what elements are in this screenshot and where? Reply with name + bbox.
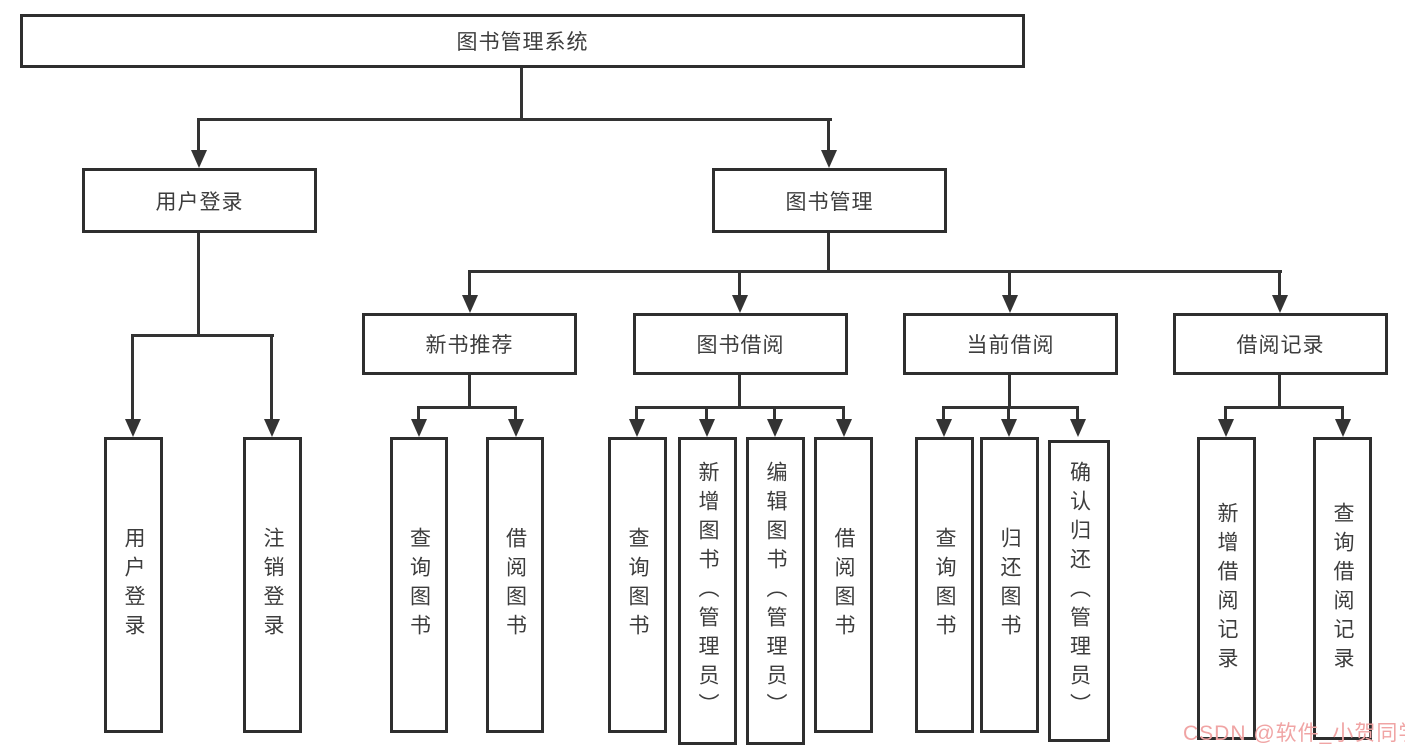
connector-book-mgmt-stem	[827, 233, 830, 272]
leaf-edit-book: 编辑图书（管理员）	[746, 437, 805, 745]
connector-current-borrow-branch	[942, 406, 1079, 409]
arrowhead-book-borrow-icon	[732, 295, 748, 313]
connector-book-mgmt-branch	[468, 270, 1282, 273]
leaf-logout: 注销登录	[243, 437, 302, 733]
node-book-borrow: 图书借阅	[633, 313, 848, 375]
leaf-borrow-book-2: 借阅图书	[814, 437, 873, 733]
leaf-query-book-3: 查询图书	[915, 437, 974, 733]
connector-book-borrow-stem	[738, 375, 741, 408]
node-book-mgmt: 图书管理	[712, 168, 947, 233]
arrowhead-edit-book-icon	[767, 419, 783, 437]
arrowhead-query-book-1-icon	[411, 419, 427, 437]
arrowhead-confirm-return-icon	[1070, 419, 1086, 437]
arrowhead-borrow-book-1-icon	[508, 419, 524, 437]
connector-drop-new-book-rec	[468, 270, 471, 299]
arrowhead-return-book-icon	[1001, 419, 1017, 437]
connector-root-stem	[520, 68, 523, 120]
connector-drop-user-login	[197, 118, 200, 152]
arrowhead-borrow-book-2-icon	[836, 419, 852, 437]
arrowhead-new-book-rec-icon	[462, 295, 478, 313]
connector-drop-borrow-record	[1278, 270, 1281, 299]
connector-root-branch	[197, 118, 832, 121]
node-root: 图书管理系统	[20, 14, 1025, 68]
leaf-query-book-2: 查询图书	[608, 437, 667, 733]
connector-drop-query-record	[1341, 406, 1344, 421]
connector-current-borrow-stem	[1008, 375, 1011, 408]
leaf-confirm-return: 确认归还（管理员）	[1048, 440, 1110, 742]
arrowhead-leaf-user-login-icon	[125, 419, 141, 437]
leaf-borrow-book-1: 借阅图书	[486, 437, 544, 733]
connector-drop-book-mgmt	[827, 118, 830, 152]
connector-new-book-rec-stem	[468, 375, 471, 408]
connector-drop-leaf-logout	[270, 334, 273, 421]
arrowhead-leaf-logout-icon	[264, 419, 280, 437]
connector-drop-book-borrow	[738, 270, 741, 299]
connector-user-login-stem	[197, 233, 200, 337]
connector-drop-query-book-3	[942, 406, 945, 421]
connector-borrow-record-stem	[1278, 375, 1281, 408]
arrowhead-borrow-record-icon	[1272, 295, 1288, 313]
node-user-login: 用户登录	[82, 168, 317, 233]
arrowhead-add-record-icon	[1218, 419, 1234, 437]
arrowhead-user-login-icon	[191, 150, 207, 168]
connector-book-borrow-branch	[635, 406, 845, 409]
connector-drop-edit-book	[773, 406, 776, 421]
connector-drop-leaf-user-login	[131, 334, 134, 421]
connector-drop-query-book-2	[635, 406, 638, 421]
connector-borrow-record-branch	[1224, 406, 1344, 409]
leaf-user-login: 用户登录	[104, 437, 163, 733]
leaf-query-record: 查询借阅记录	[1313, 437, 1372, 740]
arrowhead-query-record-icon	[1335, 419, 1351, 437]
arrowhead-query-book-3-icon	[936, 419, 952, 437]
connector-drop-confirm-return	[1076, 406, 1079, 421]
connector-user-login-branch	[131, 334, 274, 337]
connector-drop-return-book	[1007, 406, 1010, 421]
arrowhead-book-mgmt-icon	[821, 150, 837, 168]
connector-drop-add-book	[705, 406, 708, 421]
connector-drop-borrow-book-1	[514, 406, 517, 421]
leaf-return-book: 归还图书	[980, 437, 1039, 733]
node-borrow-record: 借阅记录	[1173, 313, 1388, 375]
connector-drop-query-book-1	[417, 406, 420, 421]
leaf-add-book: 新增图书（管理员）	[678, 437, 737, 745]
connector-drop-borrow-book-2	[842, 406, 845, 421]
arrowhead-query-book-2-icon	[629, 419, 645, 437]
watermark: CSDN @软件_小贺同学	[1183, 722, 1405, 745]
node-current-borrow: 当前借阅	[903, 313, 1118, 375]
leaf-add-record: 新增借阅记录	[1197, 437, 1256, 740]
node-new-book-rec: 新书推荐	[362, 313, 577, 375]
connector-drop-add-record	[1224, 406, 1227, 421]
connector-drop-current-borrow	[1008, 270, 1011, 299]
connector-new-book-rec-branch	[417, 406, 517, 409]
leaf-query-book-1: 查询图书	[390, 437, 448, 733]
arrowhead-current-borrow-icon	[1002, 295, 1018, 313]
arrowhead-add-book-icon	[699, 419, 715, 437]
